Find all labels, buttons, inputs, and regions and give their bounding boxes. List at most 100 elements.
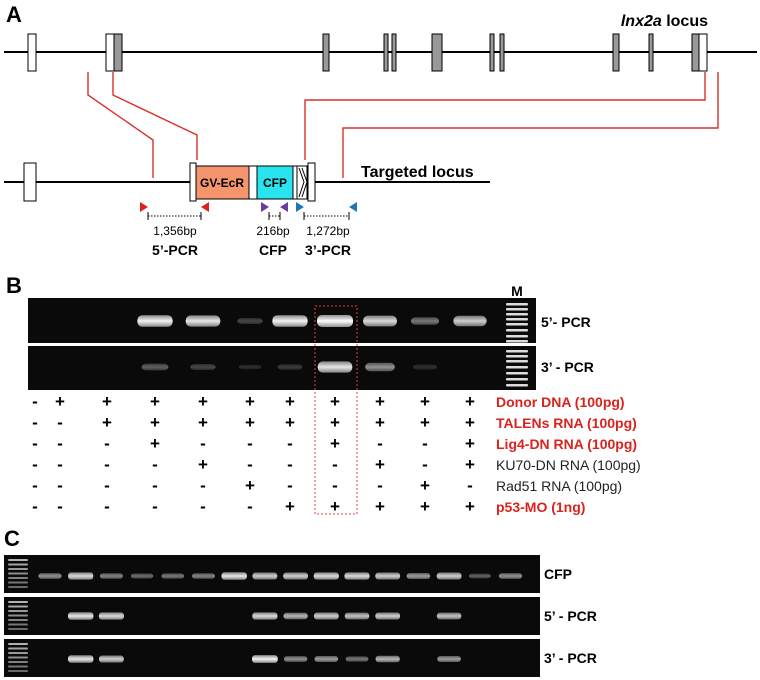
exon [431, 33, 443, 72]
minus-sign: - [57, 497, 63, 516]
gel-band-cfp [375, 572, 401, 580]
ladder-band [506, 313, 528, 316]
minus-sign: - [104, 497, 110, 516]
ladder-band [8, 665, 28, 668]
gel-band-cfp [130, 573, 154, 579]
minus-sign: - [200, 497, 206, 516]
minus-sign: - [57, 413, 63, 432]
gel-band-5pcr-c [313, 612, 339, 620]
plus-sign: + [102, 392, 112, 411]
condition-label: Lig4-DN RNA (100pg) [496, 436, 637, 452]
minus-sign: - [377, 476, 383, 495]
minus-sign: - [377, 434, 383, 453]
primer-5-reverse [201, 202, 209, 212]
plus-sign: + [330, 434, 340, 453]
gel-band-cfp [313, 572, 339, 580]
crossover-5-left [87, 72, 154, 178]
gel-band-5pcr [237, 318, 263, 324]
plus-sign: + [330, 413, 340, 432]
exon [648, 33, 654, 72]
plus-sign: + [375, 413, 385, 432]
plus-sign: + [55, 392, 65, 411]
panel-c: C CFP 5’ - PCR 3’ - PCR [4, 526, 597, 677]
gel-band-3pcr [190, 364, 216, 370]
gel-band-3pcr-c [68, 655, 94, 663]
plus-sign: + [198, 455, 208, 474]
gel-band-5pcr-c [252, 612, 278, 620]
targeted-locus: GV-EcR CFP Targeted locus [4, 162, 490, 202]
ladder-band [8, 605, 28, 608]
gel-band-3pcr [141, 363, 169, 371]
panel-a: A lnx2a locus [4, 2, 757, 258]
gel-label-5pcr: 5’- PCR [541, 314, 591, 330]
gel-band-3pcr-c [437, 656, 461, 662]
gel-band-cfp [406, 573, 431, 579]
gel-label-3pcr: 3’ - PCR [541, 359, 594, 375]
primer-5-forward [140, 202, 148, 212]
pcr-5-name: 5’-PCR [152, 242, 198, 258]
plus-sign: + [330, 497, 340, 516]
ladder-band [506, 384, 528, 387]
gv-ecr-label: GV-EcR [200, 176, 244, 190]
cfp-cassette-label: CFP [263, 176, 287, 190]
minus-sign: - [422, 455, 428, 474]
targeted-locus-label: Targeted locus [361, 164, 474, 181]
plus-sign: + [150, 413, 160, 432]
ladder-band [8, 628, 28, 630]
insulator-chevron-1 [298, 167, 305, 198]
minus-sign: - [57, 455, 63, 474]
primers [140, 202, 357, 212]
ladder-band [506, 360, 528, 363]
wildtype-locus: lnx2a locus [4, 13, 757, 72]
gel-band-cfp [99, 573, 123, 579]
gel-band-3pcr [238, 364, 262, 370]
ladder-band [8, 652, 28, 654]
gel-b-5pcr-bands [137, 315, 487, 327]
gel-band-5pcr [185, 315, 221, 327]
ladder-band [8, 661, 28, 663]
minus-sign: - [287, 455, 293, 474]
primer-cfp-forward [261, 202, 269, 212]
pcr-5-size: 1,356bp [153, 224, 197, 238]
ladder-band [506, 378, 528, 381]
plus-sign: + [465, 455, 475, 474]
exon-utr [189, 162, 197, 202]
gel-band-cfp [38, 573, 62, 579]
gel-c-bands [38, 572, 523, 663]
marker-ladder [506, 303, 528, 387]
gel-band-3pcr-c [314, 656, 339, 662]
plus-sign: + [420, 476, 430, 495]
condition-label: KU70-DN RNA (100pg) [496, 457, 641, 473]
minus-sign: - [287, 434, 293, 453]
minus-sign: - [332, 476, 338, 495]
minus-sign: - [200, 476, 206, 495]
plus-sign: + [465, 392, 475, 411]
exon [499, 33, 505, 72]
panel-b: B M 5’- PCR 3’ - PCR -++++++++++--++++++… [6, 273, 641, 516]
plus-sign: + [420, 392, 430, 411]
gel-band-cfp [436, 572, 462, 580]
panel-c-label: C [4, 526, 20, 551]
gel-band-5pcr [317, 315, 353, 327]
ladder-band [8, 581, 28, 584]
pcr-3-size: 1,272bp [306, 224, 350, 238]
ladder-band [506, 323, 528, 326]
gel-label-3pcr-c: 3’ - PCR [544, 650, 597, 666]
gel-band-3pcr [317, 361, 353, 373]
crossover-3-right [342, 72, 719, 178]
marker-label: M [511, 283, 523, 299]
ladder-band [8, 601, 28, 603]
condition-label: p53-MO (1ng) [496, 499, 585, 515]
ladder-band [506, 318, 528, 321]
plus-sign: + [375, 392, 385, 411]
minus-sign: - [32, 392, 38, 411]
ladder-band [8, 572, 28, 575]
minus-sign: - [152, 455, 158, 474]
primer-cfp-reverse [280, 202, 288, 212]
ladder-band [506, 335, 528, 338]
insulator-chevron-2 [301, 167, 308, 198]
ladder-band [506, 303, 528, 306]
condition-sign-grid: -++++++++++--+++++++++---+---+--+----+--… [32, 392, 475, 516]
exon [322, 33, 330, 72]
gel-band-cfp [221, 572, 247, 580]
